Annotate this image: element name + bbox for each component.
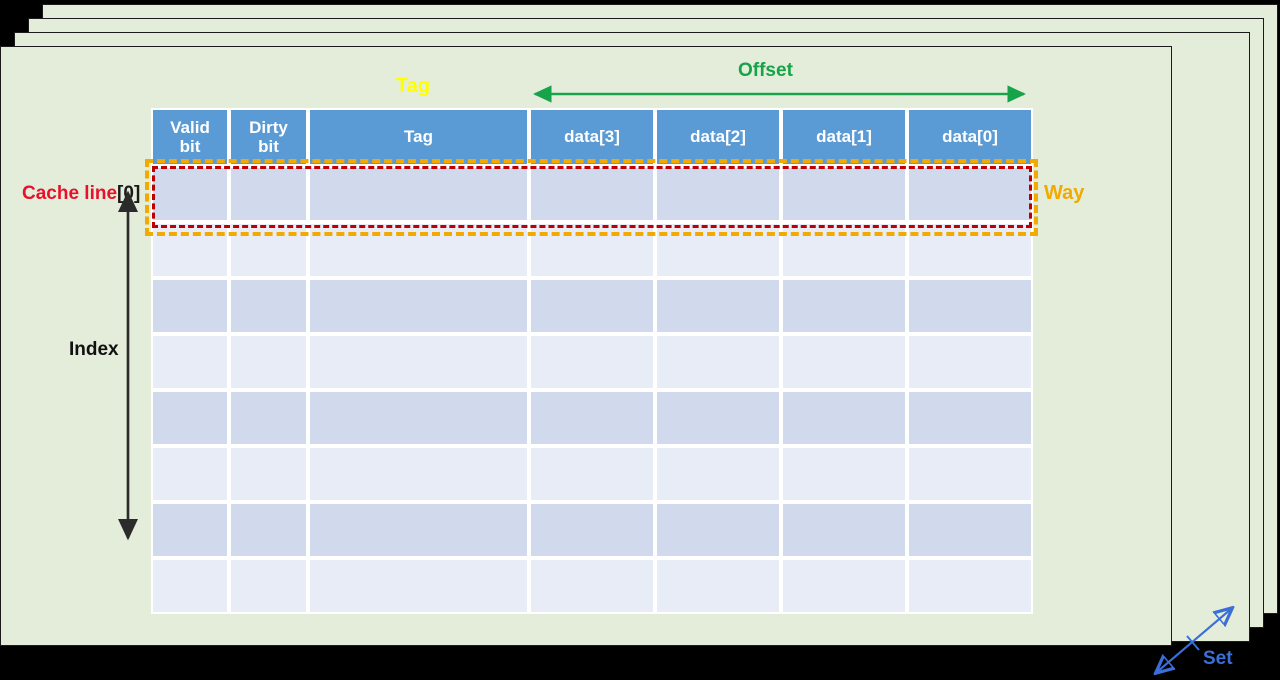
cell-valid-bit	[151, 334, 229, 390]
cell-valid-bit	[151, 502, 229, 558]
cell-valid-bit	[151, 278, 229, 334]
cell-data-0	[907, 166, 1033, 222]
tag-field-label: Tag	[396, 75, 431, 97]
cell-dirty-bit	[229, 558, 308, 614]
offset-field-label: Offset	[738, 60, 793, 81]
cell-data-2	[655, 558, 781, 614]
cache-table-row	[151, 502, 1033, 558]
cell-dirty-bit	[229, 502, 308, 558]
cell-tag	[308, 222, 529, 278]
cell-valid-bit	[151, 558, 229, 614]
header-valid-bit-line1: Valid	[170, 117, 210, 137]
cell-data-2	[655, 446, 781, 502]
cell-valid-bit	[151, 390, 229, 446]
cell-tag	[308, 502, 529, 558]
header-dirty-bit-line1: Dirty	[249, 117, 288, 137]
cell-data-0	[907, 446, 1033, 502]
header-valid-bit: Valid bit	[151, 108, 229, 166]
cache-table-row	[151, 390, 1033, 446]
cell-dirty-bit	[229, 222, 308, 278]
cell-data-0	[907, 502, 1033, 558]
cell-data-2	[655, 390, 781, 446]
cell-tag	[308, 558, 529, 614]
header-dirty-bit-line2: bit	[258, 137, 279, 156]
cell-data-3	[529, 222, 655, 278]
cell-data-2	[655, 278, 781, 334]
cell-data-3	[529, 166, 655, 222]
cache-table-row	[151, 278, 1033, 334]
cell-data-2	[655, 502, 781, 558]
cache-table-body	[151, 166, 1033, 614]
cell-dirty-bit	[229, 334, 308, 390]
table-header-row: Valid bit Dirty bit Tag data[3] data[2] …	[151, 108, 1033, 166]
header-tag: Tag	[308, 108, 529, 166]
header-data-2: data[2]	[655, 108, 781, 166]
header-valid-bit-line2: bit	[179, 137, 201, 156]
cell-data-0	[907, 390, 1033, 446]
index-label: Index	[69, 339, 119, 360]
cell-data-2	[655, 222, 781, 278]
cache-line-label: Cache line[0]	[22, 183, 140, 205]
cell-data-0	[907, 334, 1033, 390]
cell-data-2	[655, 334, 781, 390]
set-label: Set	[1203, 648, 1233, 669]
cell-valid-bit	[151, 222, 229, 278]
cell-data-0	[907, 558, 1033, 614]
cell-tag	[308, 446, 529, 502]
cell-data-0	[907, 222, 1033, 278]
cell-tag	[308, 278, 529, 334]
cell-data-1	[781, 446, 907, 502]
cell-data-2	[655, 166, 781, 222]
cell-data-1	[781, 166, 907, 222]
header-data-0: data[0]	[907, 108, 1033, 166]
cell-data-3	[529, 446, 655, 502]
cache-table: Valid bit Dirty bit Tag data[3] data[2] …	[151, 108, 1033, 614]
way-label: Way	[1044, 182, 1085, 204]
cell-tag	[308, 166, 529, 222]
cell-dirty-bit	[229, 166, 308, 222]
cache-table-row	[151, 166, 1033, 222]
cell-dirty-bit	[229, 446, 308, 502]
cell-dirty-bit	[229, 278, 308, 334]
cell-data-1	[781, 390, 907, 446]
header-data-3: data[3]	[529, 108, 655, 166]
cell-data-3	[529, 558, 655, 614]
cell-data-3	[529, 278, 655, 334]
header-data-1: data[1]	[781, 108, 907, 166]
cache-table-row	[151, 222, 1033, 278]
cell-data-1	[781, 502, 907, 558]
cell-tag	[308, 390, 529, 446]
cell-valid-bit	[151, 166, 229, 222]
cell-data-1	[781, 558, 907, 614]
cell-data-3	[529, 334, 655, 390]
cell-data-3	[529, 390, 655, 446]
cell-data-1	[781, 278, 907, 334]
cell-valid-bit	[151, 446, 229, 502]
cell-data-1	[781, 222, 907, 278]
header-dirty-bit: Dirty bit	[229, 108, 308, 166]
cell-dirty-bit	[229, 390, 308, 446]
cache-line-label-text: Cache line	[22, 183, 118, 204]
cell-data-3	[529, 502, 655, 558]
cell-tag	[308, 334, 529, 390]
cache-table-row	[151, 558, 1033, 614]
cache-table-row	[151, 334, 1033, 390]
cell-data-0	[907, 278, 1033, 334]
cache-line-index-text: [0]	[117, 183, 141, 204]
cell-data-1	[781, 334, 907, 390]
cache-table-row	[151, 446, 1033, 502]
